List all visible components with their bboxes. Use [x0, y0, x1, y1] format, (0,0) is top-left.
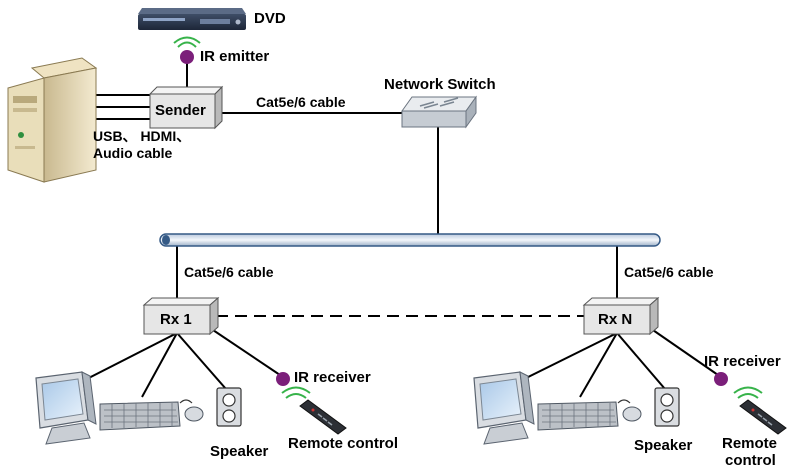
rxn-label: Rx N: [598, 311, 633, 328]
mouse-icon-right: [617, 399, 642, 422]
audio-cable-label: Audio cable: [93, 145, 173, 161]
remote-control-label-right-1: Remote: [722, 435, 778, 452]
mouse-icon-left: [179, 399, 204, 422]
rxn-keyboard-line: [579, 332, 618, 398]
remote-control-icon-left: [281, 386, 347, 435]
pc-tower-icon: [7, 57, 98, 183]
rx1-speaker-line: [176, 332, 227, 390]
sender-label: Sender: [155, 102, 206, 119]
dvd-label: DVD: [254, 10, 286, 27]
speaker-icon-right: [654, 387, 680, 427]
ir-emitter-label: IR emitter: [200, 48, 270, 65]
rx1-ir-line: [209, 327, 281, 376]
rxn-monitor-line: [511, 332, 618, 386]
cat-cable-label-right: Cat5e/6 cable: [624, 264, 714, 280]
speaker-label-right: Speaker: [634, 437, 693, 454]
rxn-box: [582, 296, 660, 336]
rx1-label: Rx 1: [160, 311, 192, 328]
ir-receiver-label-left: IR receiver: [294, 369, 371, 386]
rx1-keyboard-line: [141, 332, 178, 398]
monitor-icon-left: [35, 371, 97, 445]
cat-cable-label-top: Cat5e/6 cable: [256, 94, 346, 110]
ir-emitter-icon: [173, 36, 201, 64]
keyboard-icon-right: [537, 401, 619, 431]
monitor-icon-right: [473, 371, 535, 445]
rxn-ir-line: [649, 327, 719, 376]
sender-box: [148, 85, 224, 130]
ir-receiver-icon-right: [714, 372, 728, 386]
cat-cable-label-left: Cat5e/6 cable: [184, 264, 274, 280]
usb-hdmi-label: USB、 HDMI、: [93, 128, 191, 144]
keyboard-icon-left: [99, 401, 181, 431]
remote-control-label-right-2: control: [725, 452, 776, 469]
connection-lines: [74, 62, 719, 398]
rxn-speaker-line: [616, 332, 666, 390]
ir-receiver-label-right: IR receiver: [704, 353, 781, 370]
dvd-player-icon: [138, 8, 246, 30]
remote-control-label-left: Remote control: [288, 435, 399, 452]
rx1-monitor-line: [74, 332, 178, 386]
speaker-icon-left: [216, 387, 242, 427]
remote-control-icon-right: [733, 386, 787, 435]
network-switch-icon: [401, 95, 477, 129]
network-switch-label: Network Switch: [384, 76, 496, 93]
speaker-label-left: Speaker: [210, 443, 269, 460]
network-bus: [159, 233, 661, 247]
rx1-box: [142, 296, 220, 336]
ir-receiver-icon-left: [276, 372, 290, 386]
